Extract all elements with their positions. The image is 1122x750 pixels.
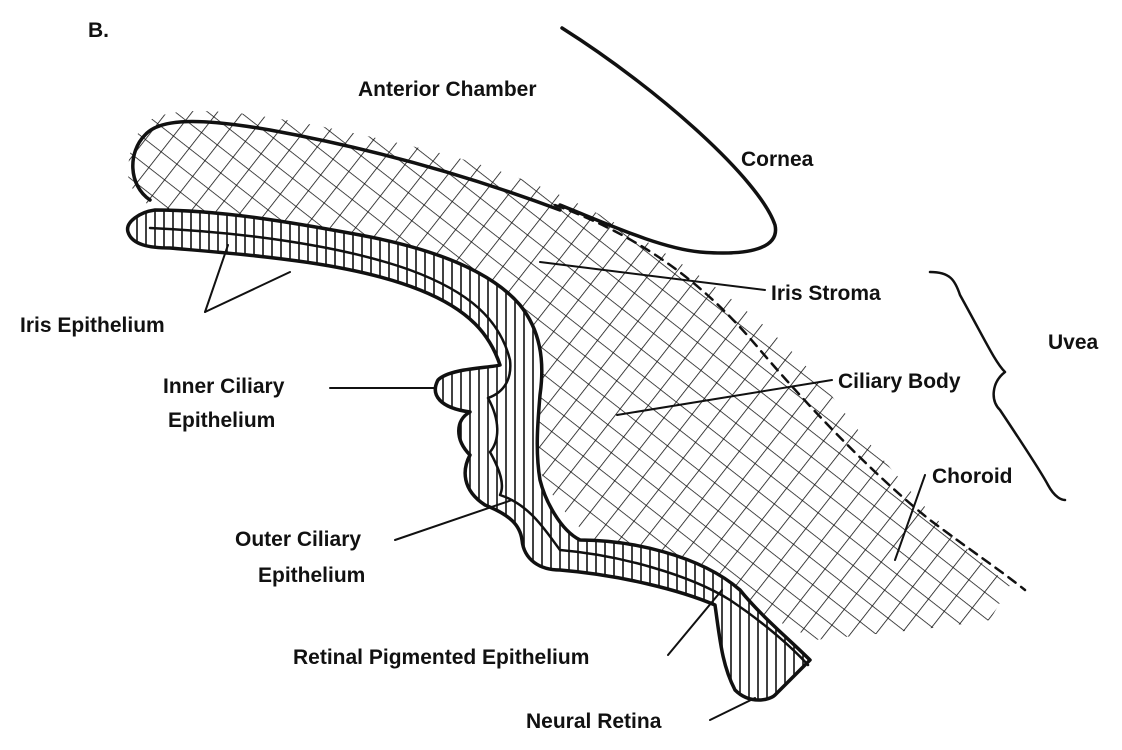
label-iris-epithelium: Iris Epithelium xyxy=(20,314,165,337)
label-cornea: Cornea xyxy=(741,148,814,171)
label-neural-retina: Neural Retina xyxy=(526,710,662,733)
label-choroid: Choroid xyxy=(932,465,1012,488)
label-ciliary-body: Ciliary Body xyxy=(838,370,961,393)
label-outer-ciliary-line2: Epithelium xyxy=(258,564,365,587)
label-iris-stroma: Iris Stroma xyxy=(771,282,881,305)
label-inner-ciliary-line1: Inner Ciliary xyxy=(163,375,285,398)
label-anterior-chamber: Anterior Chamber xyxy=(358,78,537,101)
panel-label: B. xyxy=(88,19,109,42)
label-uvea: Uvea xyxy=(1048,331,1099,354)
label-inner-ciliary-line2: Epithelium xyxy=(168,409,275,432)
cornea-outline xyxy=(560,28,776,253)
label-outer-ciliary-line1: Outer Ciliary xyxy=(235,528,361,551)
label-retinal-pigmented-epithelium: Retinal Pigmented Epithelium xyxy=(293,646,589,669)
